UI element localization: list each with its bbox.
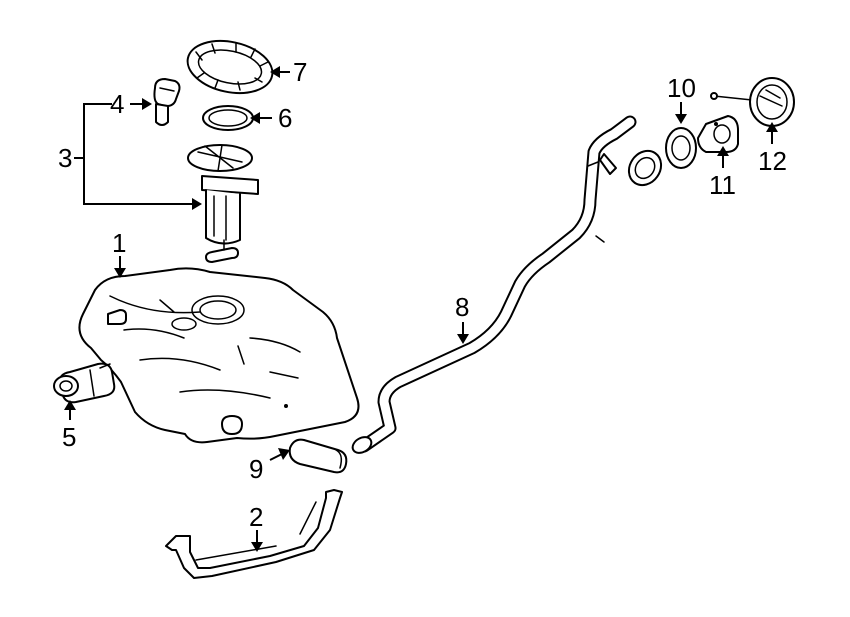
callout-10: 10 bbox=[667, 73, 696, 103]
callout-8: 8 bbox=[455, 292, 469, 322]
callout-5: 5 bbox=[62, 422, 76, 452]
fuel-filler-pipe bbox=[351, 115, 663, 454]
fuel-pump-seal-ring bbox=[202, 105, 254, 131]
fuel-cap bbox=[710, 77, 795, 127]
callout-9: 9 bbox=[249, 454, 263, 484]
callout-3: 3 bbox=[58, 143, 72, 173]
callout-4: 4 bbox=[110, 89, 124, 119]
callout-1: 1 bbox=[112, 228, 126, 258]
fuel-tank-vent-valve bbox=[53, 362, 116, 404]
fuel-pump-module bbox=[187, 144, 259, 263]
callout-2: 2 bbox=[249, 502, 263, 532]
filler-neck-housing bbox=[697, 115, 739, 153]
callout-6: 6 bbox=[278, 103, 292, 133]
callout-7: 7 bbox=[293, 57, 307, 87]
filler-seal bbox=[665, 127, 697, 169]
fuel-pump-lock-ring bbox=[186, 39, 274, 95]
callout-12: 12 bbox=[758, 146, 787, 176]
fuel-tank bbox=[78, 267, 360, 444]
callout-labels: 1 2 3 4 5 6 7 8 9 10 11 12 bbox=[58, 57, 787, 532]
fuel-pressure-regulator bbox=[153, 78, 181, 126]
leader-lines bbox=[64, 66, 778, 552]
filler-hose bbox=[288, 438, 348, 474]
fuel-tank-strap bbox=[165, 489, 343, 579]
callout-11: 11 bbox=[709, 170, 736, 200]
